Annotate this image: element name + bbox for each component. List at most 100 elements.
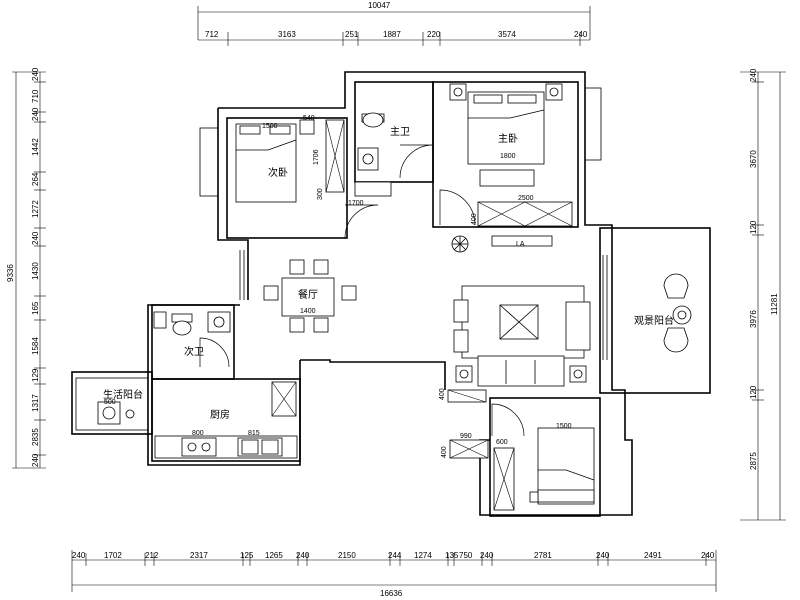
- right-dim-seg: 3670: [749, 150, 758, 168]
- dining-table: [281, 277, 335, 317]
- left-dim-seg: 1442: [31, 138, 40, 156]
- bottom-dim-seg: 240: [296, 551, 310, 560]
- b3-990: 990: [460, 433, 472, 440]
- toilet-bowl: [362, 112, 384, 128]
- bottom-dim-seg: 125: [240, 551, 254, 560]
- right-dim-seg: 120: [749, 220, 758, 234]
- bottom-dim-seg: 240: [480, 551, 494, 560]
- master-bath-label: 主卫: [390, 126, 410, 138]
- chair: [289, 259, 305, 275]
- sofa: [477, 355, 565, 387]
- dining-1400: 1400: [300, 308, 316, 315]
- toilet-bowl: [172, 320, 192, 336]
- kitchen-815: 815: [248, 430, 260, 437]
- pillow: [473, 94, 503, 104]
- b3-600: 600: [496, 439, 508, 446]
- right-dim-seg: 240: [749, 68, 758, 82]
- utility-balcony-label: 生活阳台: [103, 388, 143, 401]
- right-dimension-lines: [740, 71, 786, 521]
- top-dim-seg: 220: [427, 30, 441, 39]
- left-dim-seg: 2835: [31, 428, 40, 446]
- utility-balcony: [97, 401, 135, 425]
- headboard: [537, 489, 595, 503]
- sb-1700: 1700: [348, 200, 364, 207]
- armchair: [453, 329, 469, 353]
- kitchen-label: 厨房: [210, 408, 230, 421]
- nightstand: [529, 491, 539, 503]
- sink: [357, 147, 379, 171]
- bottom-dim-seg: 1274: [414, 551, 432, 560]
- left-overall-dimension: 9336: [6, 264, 15, 282]
- washing-machine: [97, 401, 121, 425]
- wardrobe: [477, 201, 573, 227]
- bottom-dim-seg: 2317: [190, 551, 208, 560]
- secondary-bedroom: [235, 119, 379, 239]
- bottom-overall-dimension: 16636: [380, 589, 403, 598]
- right-dim-seg: 2875: [749, 452, 758, 470]
- master-400: 400: [471, 213, 478, 225]
- shower-area: [354, 181, 392, 197]
- b3-1500: 1500: [556, 423, 572, 430]
- bottom-dim-seg: 1702: [104, 551, 122, 560]
- chair: [313, 317, 329, 333]
- left-dim-seg: 1317: [31, 394, 40, 412]
- nightstand: [449, 83, 467, 101]
- master-bedroom-label: 主卧: [498, 132, 518, 145]
- sb-bed-width: 1500: [262, 123, 278, 130]
- top-dim-seg: 3163: [278, 30, 296, 39]
- view-balcony-label: 观景阳台: [634, 314, 674, 327]
- right-overall-dimension: 11281: [770, 293, 779, 315]
- left-dim-seg: 1272: [31, 200, 40, 218]
- left-dim-seg: 1430: [31, 262, 40, 280]
- lounge-chair: [663, 327, 689, 353]
- left-dim-seg: 1584: [31, 337, 40, 355]
- chair: [263, 285, 279, 301]
- door-swing: [439, 189, 476, 226]
- interior-walls: [75, 81, 602, 517]
- tv-label: LA: [516, 241, 525, 248]
- bottom-dim-seg: 244: [388, 551, 402, 560]
- bottom-dim-seg: 2150: [338, 551, 356, 560]
- tv-cabinet: [491, 235, 553, 247]
- nightstand: [545, 83, 563, 101]
- b3-400b: 400: [439, 388, 446, 400]
- secondary-bedroom-label: 次卧: [268, 166, 288, 179]
- left-dimension-lines: [12, 71, 46, 469]
- door-swing: [399, 144, 434, 179]
- master-bedroom: [439, 83, 573, 247]
- bottom-dim-seg: 212: [145, 551, 159, 560]
- wardrobe-2500: 2500: [518, 195, 534, 202]
- left-dim-seg: 240: [31, 107, 40, 121]
- mb-bed-width: 1800: [500, 153, 516, 160]
- stove: [181, 437, 217, 457]
- left-dim-seg: 240: [31, 231, 40, 245]
- sink: [207, 311, 231, 333]
- sb-1706: 1706: [313, 149, 320, 165]
- side-table: [569, 365, 587, 383]
- top-dimension-lines: [197, 6, 591, 46]
- bottom-dim-seg: 1265: [265, 551, 283, 560]
- chair: [313, 259, 329, 275]
- left-dim-seg: 264: [31, 172, 40, 186]
- top-dim-seg: 1887: [383, 30, 401, 39]
- top-dim-seg: 3574: [498, 30, 516, 39]
- secondary-bath-label: 次卫: [184, 345, 204, 358]
- top-overall-dimension: 10047: [368, 1, 391, 10]
- b3-400: 400: [441, 446, 448, 458]
- utility-500: 500: [104, 399, 116, 406]
- left-dim-seg: 240: [31, 453, 40, 467]
- bottom-dim-seg: 240: [72, 551, 86, 560]
- dining-label: 餐厅: [298, 288, 318, 301]
- left-dim-seg: 240: [31, 67, 40, 81]
- top-dim-seg: 240: [574, 30, 588, 39]
- sb-300: 300: [317, 188, 324, 200]
- secondary-bath: [153, 311, 231, 368]
- pillow: [507, 94, 537, 104]
- right-dim-seg: 120: [749, 385, 758, 399]
- bottom-dim-seg: 750: [459, 551, 473, 560]
- master-bath: [354, 112, 434, 197]
- armchair: [453, 299, 469, 323]
- chair: [289, 317, 305, 333]
- bottom-dim-seg: 240: [596, 551, 610, 560]
